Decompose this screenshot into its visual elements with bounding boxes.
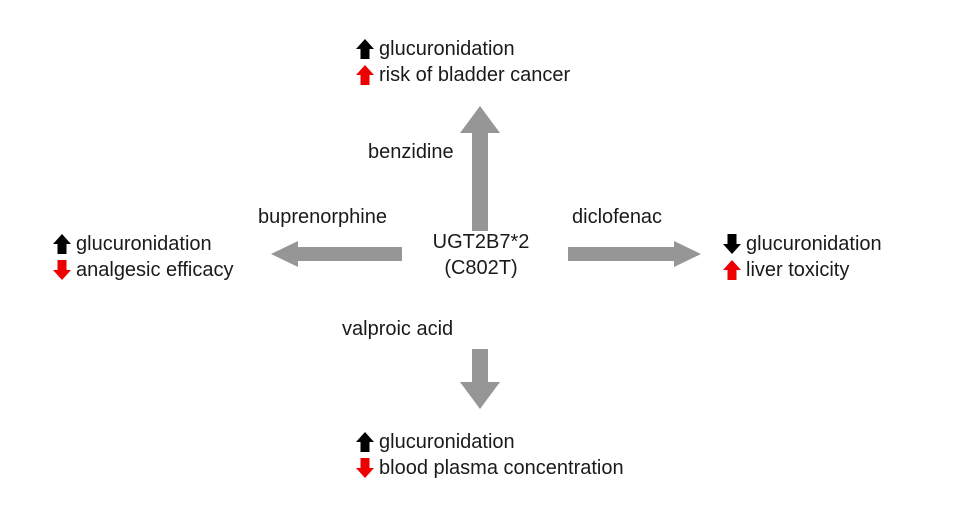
outcome-row: risk of bladder cancer bbox=[355, 62, 570, 88]
center-variant-label: (C802T) bbox=[444, 257, 518, 279]
down-arrow-icon bbox=[355, 456, 375, 480]
outcome-text: liver toxicity bbox=[746, 259, 850, 281]
center-node: UGT2B7*2 (C802T) bbox=[405, 229, 557, 281]
outcome-block-bottom: glucuronidation blood plasma concentrati… bbox=[355, 429, 624, 481]
outcome-row: glucuronidation bbox=[52, 231, 234, 257]
edge-label-valproic-acid: valproic acid bbox=[342, 318, 454, 340]
edge-label-buprenorphine: buprenorphine bbox=[258, 206, 387, 228]
connector-arrow-up bbox=[460, 106, 500, 231]
center-gene-label: UGT2B7*2 bbox=[432, 231, 530, 253]
outcome-row: glucuronidation bbox=[355, 429, 624, 455]
up-arrow-icon bbox=[355, 37, 375, 61]
outcome-text: blood plasma concentration bbox=[379, 457, 624, 479]
down-arrow-icon bbox=[722, 232, 742, 256]
outcome-row: liver toxicity bbox=[722, 257, 882, 283]
outcome-text: glucuronidation bbox=[379, 38, 515, 60]
outcome-row: glucuronidation bbox=[722, 231, 882, 257]
outcome-block-right: glucuronidation liver toxicity bbox=[722, 231, 882, 283]
edge-label-diclofenac: diclofenac bbox=[572, 206, 663, 228]
outcome-text: glucuronidation bbox=[746, 233, 882, 255]
up-arrow-icon bbox=[722, 258, 742, 282]
outcome-block-left: glucuronidation analgesic efficacy bbox=[52, 231, 234, 283]
outcome-text: risk of bladder cancer bbox=[379, 64, 571, 86]
up-arrow-icon bbox=[355, 63, 375, 87]
connector-arrow-down bbox=[460, 349, 500, 409]
outcome-row: blood plasma concentration bbox=[355, 455, 624, 481]
outcome-text: analgesic efficacy bbox=[76, 259, 234, 281]
outcome-text: glucuronidation bbox=[76, 233, 212, 255]
edge-label-benzidine: benzidine bbox=[368, 141, 454, 163]
connector-arrow-right bbox=[568, 241, 701, 267]
outcome-row: glucuronidation bbox=[355, 36, 570, 62]
outcome-block-top: glucuronidation risk of bladder cancer bbox=[355, 36, 570, 88]
connector-arrow-left bbox=[271, 241, 402, 267]
down-arrow-icon bbox=[52, 258, 72, 282]
up-arrow-icon bbox=[355, 430, 375, 454]
up-arrow-icon bbox=[52, 232, 72, 256]
outcome-row: analgesic efficacy bbox=[52, 257, 234, 283]
outcome-text: glucuronidation bbox=[379, 431, 515, 453]
